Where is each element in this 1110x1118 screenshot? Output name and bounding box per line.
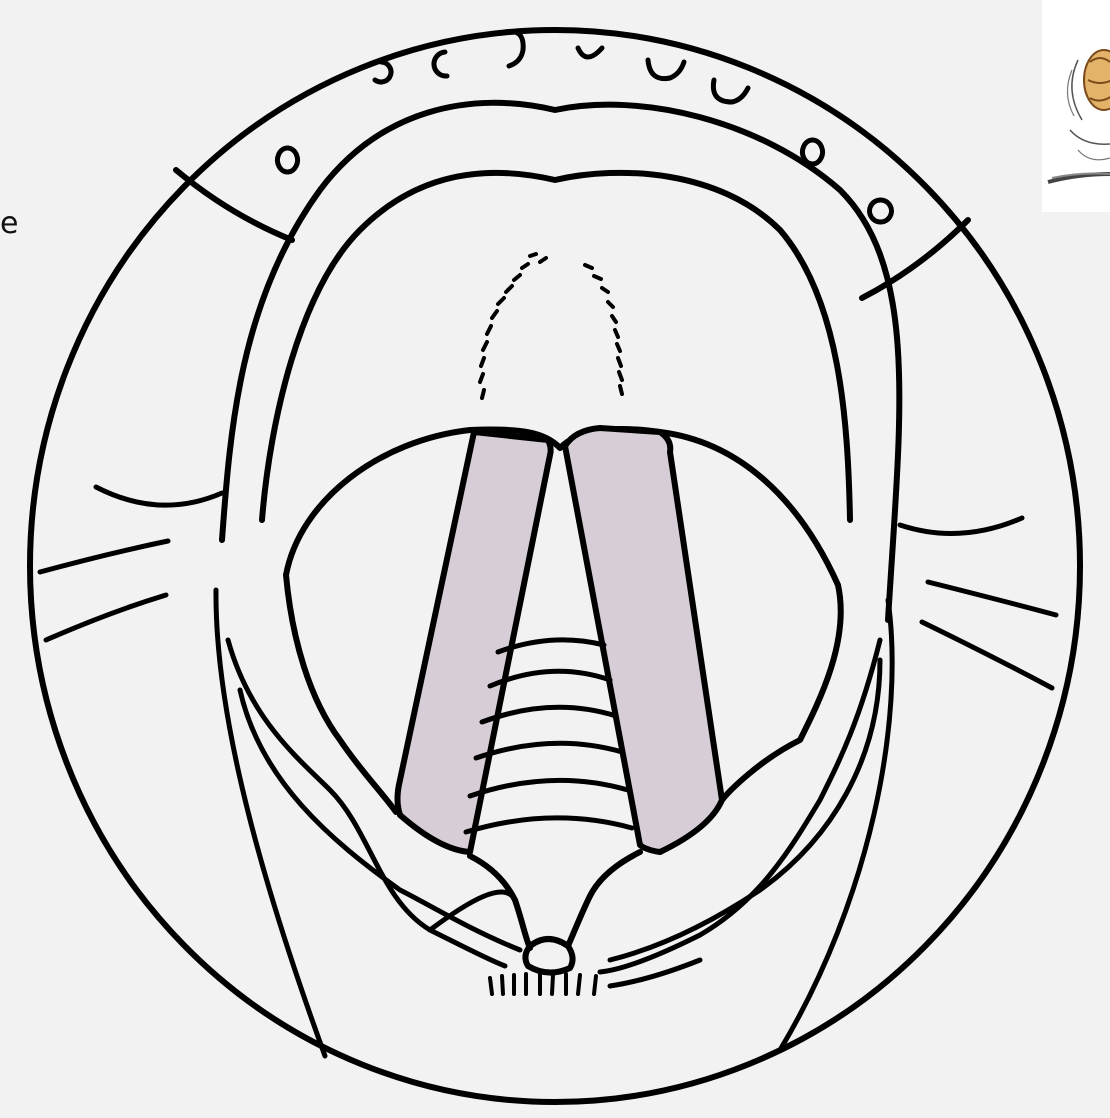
lateral-fold-right-top	[900, 518, 1022, 534]
lateral-fold-right-mid	[928, 582, 1056, 615]
lateral-fold-left-low	[46, 595, 166, 640]
postcricoid-arc	[610, 960, 700, 986]
band-divider-left	[176, 170, 292, 240]
epiglottis-hatching	[480, 254, 622, 398]
pharyngeal-wall-right	[780, 600, 892, 1050]
band-divider-right	[862, 220, 968, 298]
ventricular-fold-left-lower	[286, 575, 396, 812]
ring-marks	[278, 31, 892, 222]
pharyngeal-ring-inner	[262, 173, 850, 520]
lateral-fold-right-low	[922, 622, 1052, 688]
lateral-fold-left-mid	[40, 541, 168, 572]
postcricoid-hatching	[490, 974, 596, 994]
lateral-fold-left-top	[96, 487, 222, 505]
interarytenoid-notch	[525, 939, 572, 973]
arytenoid-right	[568, 852, 640, 946]
